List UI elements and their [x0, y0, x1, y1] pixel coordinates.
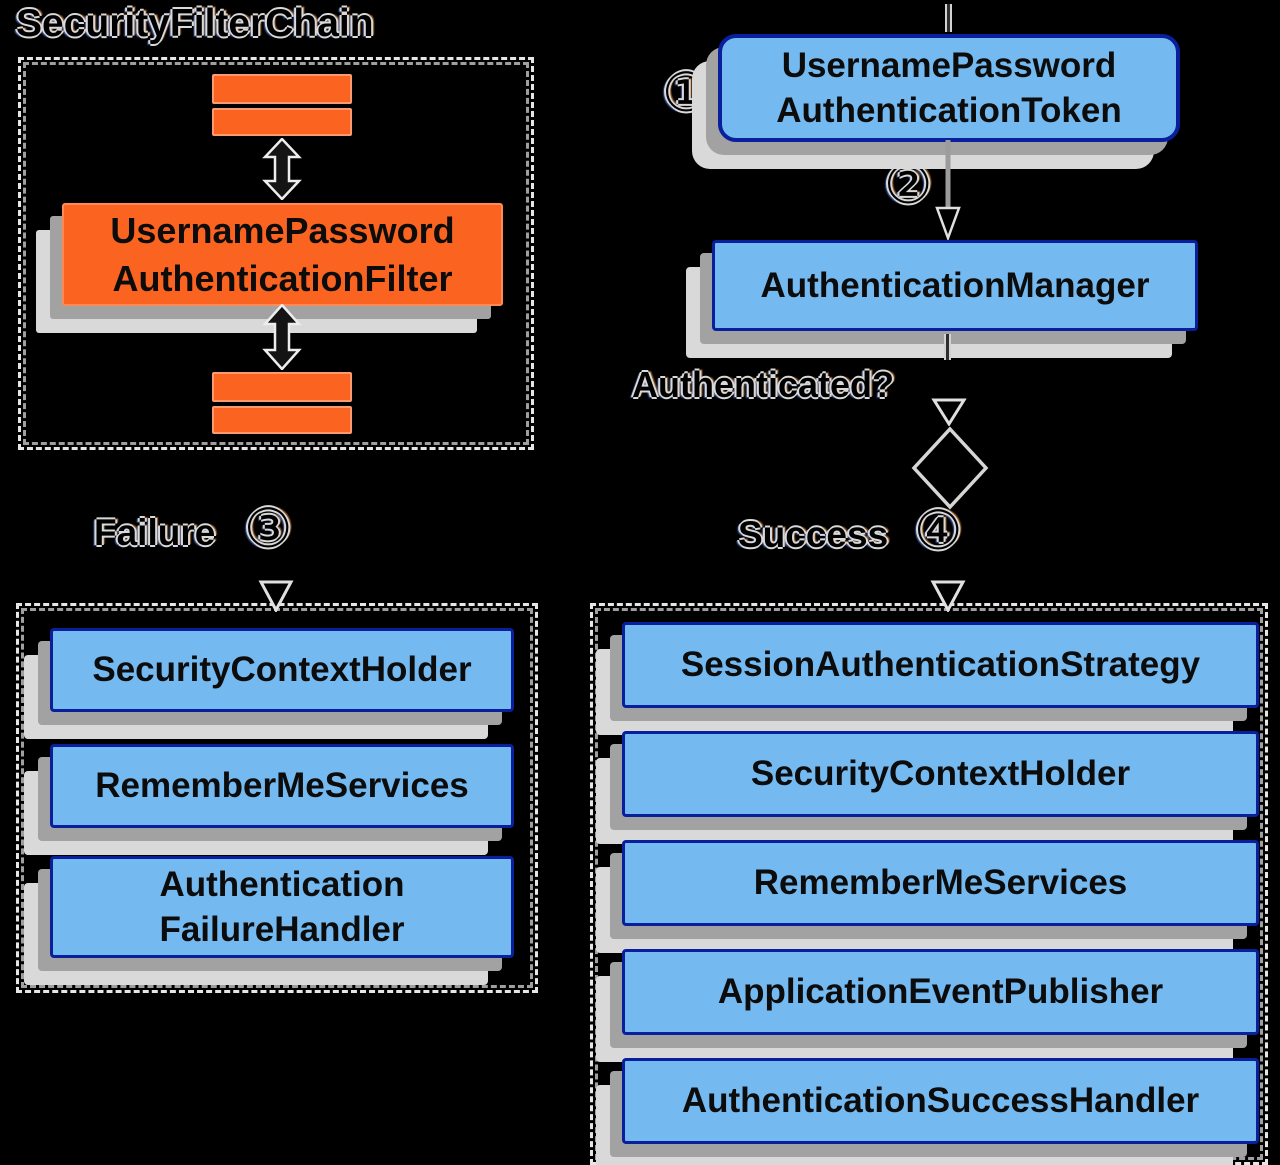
remember-me-services-box: RememberMeServices	[50, 744, 514, 828]
authenticated-label: Authenticated?	[632, 364, 895, 405]
filter-bar-top-1	[212, 74, 352, 104]
security-filter-chain-container	[18, 57, 534, 450]
username-password-authentication-filter-box: UsernamePassword AuthenticationFilter	[62, 203, 503, 306]
security-context-holder-box: SecurityContextHolder	[622, 731, 1259, 817]
failure-label: Failure	[94, 512, 216, 553]
filter-bar-bottom-1	[212, 372, 352, 402]
step-4-badge: ④	[914, 501, 963, 561]
arrowhead-down-icon	[258, 580, 294, 612]
authentication-manager-box: AuthenticationManager	[712, 240, 1198, 331]
success-label: Success	[738, 514, 889, 555]
step-1-badge: ①	[662, 63, 711, 123]
success-flow-container	[590, 603, 1268, 1165]
decision-diamond-icon	[911, 426, 989, 510]
username-password-authentication-token-box: UsernamePassword AuthenticationToken	[718, 34, 1180, 142]
flow-arrow-icon	[935, 140, 961, 240]
manager-connector-line	[944, 334, 951, 360]
incoming-connector-line	[945, 4, 952, 32]
double-arrow-icon	[262, 138, 302, 200]
filter-bar-bottom-2	[212, 406, 352, 434]
authentication-failure-handler-box: Authentication FailureHandler	[50, 856, 514, 958]
session-authentication-strategy-box: SessionAuthenticationStrategy	[622, 622, 1259, 708]
step-2-badge: ②	[884, 155, 933, 215]
double-arrow-icon	[262, 304, 302, 370]
authentication-success-handler-box: AuthenticationSuccessHandler	[622, 1058, 1259, 1144]
arrowhead-down-icon	[931, 398, 967, 426]
security-context-holder-box: SecurityContextHolder	[50, 628, 514, 712]
application-event-publisher-box: ApplicationEventPublisher	[622, 949, 1259, 1035]
filter-bar-top-2	[212, 108, 352, 136]
remember-me-services-box: RememberMeServices	[622, 840, 1259, 926]
arrowhead-down-icon	[930, 580, 966, 612]
step-3-badge: ③	[244, 499, 293, 559]
security-filter-chain-title: SecurityFilterChain	[16, 2, 374, 45]
